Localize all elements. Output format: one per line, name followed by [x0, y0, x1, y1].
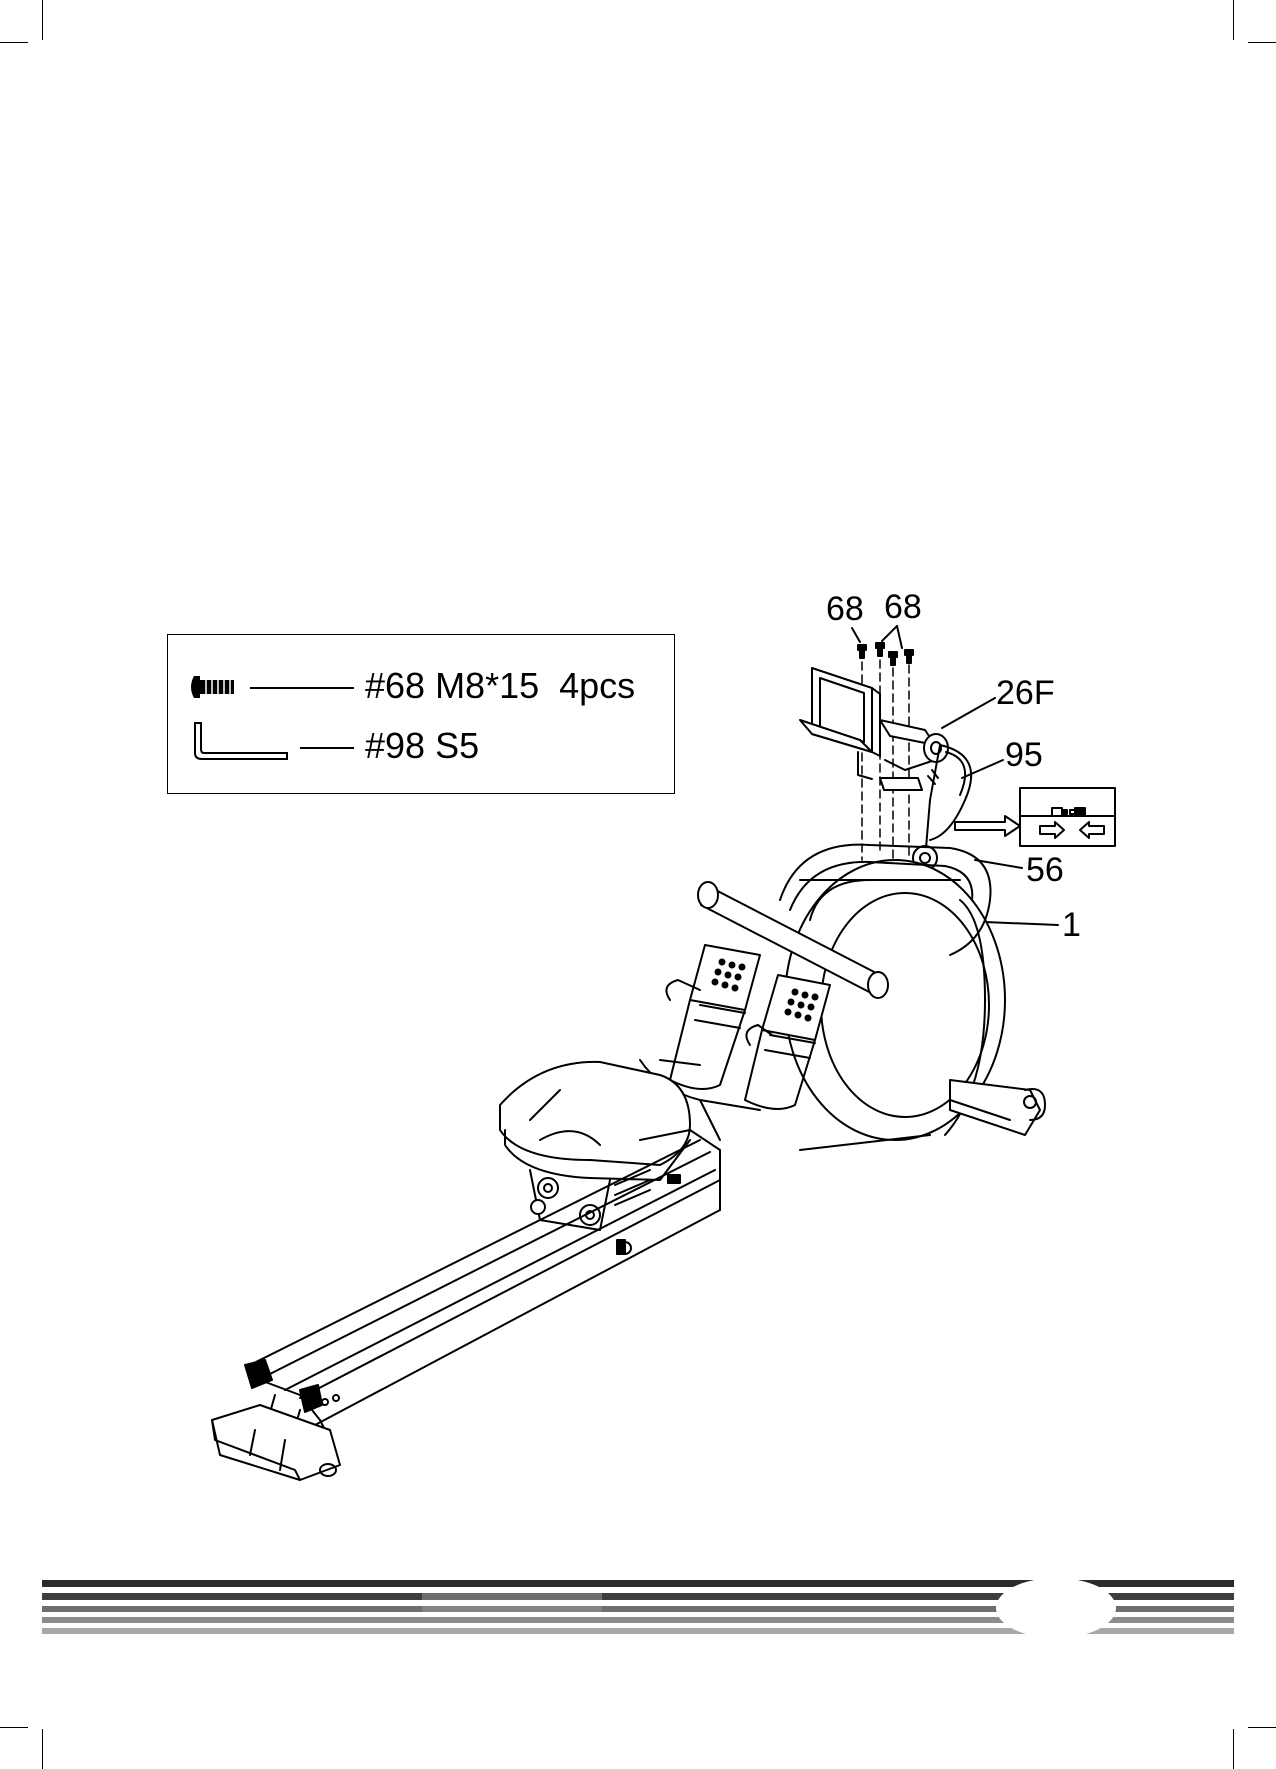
- footplate-left: [666, 945, 760, 1089]
- monitor-console: [800, 668, 948, 790]
- page-number-badge: [996, 1580, 1116, 1636]
- cable-connector-icon: [1020, 788, 1115, 846]
- bolts-68: [858, 643, 913, 665]
- rear-stabilizer: [212, 1360, 340, 1480]
- seat: [500, 1062, 690, 1180]
- front-stabilizer: [950, 1080, 1045, 1135]
